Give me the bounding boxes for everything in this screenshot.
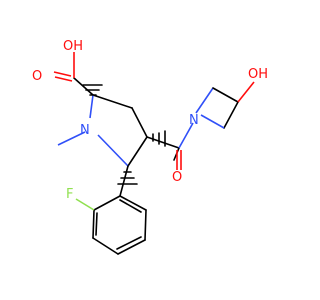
bond-c4-carbonyl	[146, 136, 180, 149]
label-amide-o: O	[172, 170, 182, 185]
bond-az-c3-n	[200, 114, 225, 129]
label-carboxyl-oh: OH	[63, 39, 83, 54]
bond-c2-c3	[92, 94, 133, 109]
stereo-hash-c5	[117, 171, 138, 185]
label-ring-n: N	[80, 123, 90, 138]
bond-c4-c5	[127, 136, 148, 167]
bond-az-n-c1	[195, 87, 214, 114]
molecule-structure: OH O N N OH O F	[32, 39, 268, 255]
bond-n-methyl	[57, 131, 86, 146]
label-azetidine-n: N	[189, 113, 199, 128]
stereo-hash-c4	[152, 130, 166, 147]
bond-az-c-oh	[237, 81, 255, 103]
bond-az-c1-c2	[212, 87, 239, 103]
bond-c-o-double-1	[53, 71, 72, 77]
bond-c5-aryl	[119, 165, 129, 197]
bond-c-o-double-2	[54, 76, 73, 82]
bond-carbonyl-n	[178, 122, 194, 149]
label-azetidine-oh: OH	[248, 67, 268, 82]
molecule-diagram: OH O N N OH O F	[32, 39, 268, 255]
bond-c2-n	[89, 94, 94, 119]
label-carboxyl-o: O	[32, 69, 42, 84]
bond-az-c2-c3	[223, 101, 239, 129]
bond-c-carboxyl	[73, 77, 94, 96]
bond-c5-n	[97, 134, 129, 167]
benzene-ring	[92, 195, 147, 255]
bond-c3-c4	[131, 107, 148, 138]
bond-c-f	[75, 198, 95, 211]
stereo-hash-c2	[82, 84, 103, 96]
label-fluorine: F	[66, 187, 73, 202]
